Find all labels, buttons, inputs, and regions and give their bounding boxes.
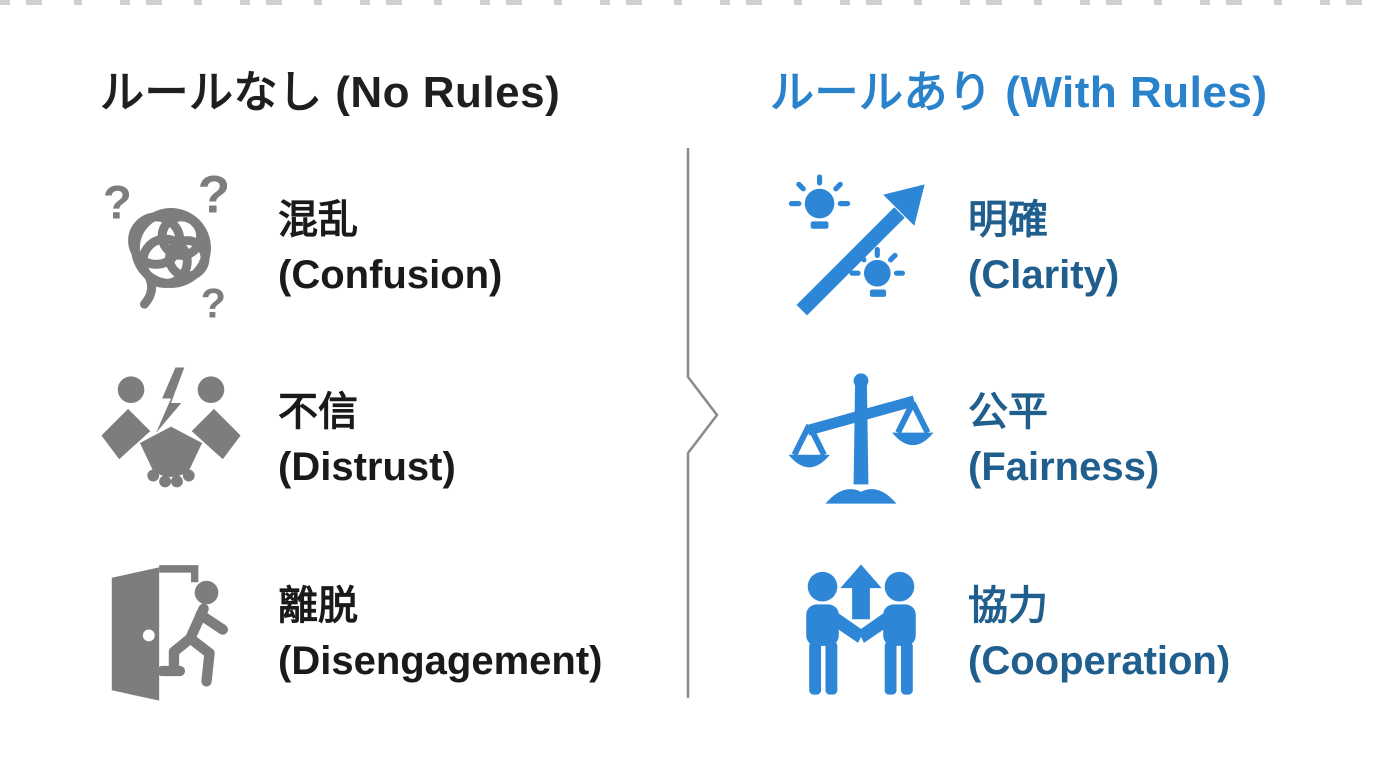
item-label-jp: 協力 [968, 583, 1048, 628]
item-label: 公平 (Fairness) [968, 385, 1159, 495]
item-label-jp: 混乱 [278, 197, 358, 242]
left-column-title: ルールなし (No Rules) [100, 68, 561, 117]
item-label: 協力 (Cooperation) [968, 579, 1230, 689]
item-label: 明確 (Clarity) [968, 193, 1119, 303]
list-item-confusion: ? ? ? 混乱 (Confusion) [92, 172, 662, 324]
broken-handshake-icon [92, 364, 250, 516]
cropped-text-artifact [0, 0, 1376, 5]
item-label-en: (Disengagement) [278, 639, 603, 683]
item-label-jp: 公平 [968, 389, 1048, 434]
right-column-title: ルールあり (With Rules) [770, 68, 1268, 117]
item-label: 不信 (Distrust) [278, 385, 456, 495]
ideas-growth-arrow-icon [782, 172, 940, 324]
item-label-en: (Fairness) [968, 445, 1160, 489]
list-item-distrust: 不信 (Distrust) [92, 364, 662, 516]
item-label-en: (Cooperation) [968, 639, 1231, 683]
svg-text:?: ? [198, 174, 231, 224]
tangled-scribble-icon: ? ? ? [92, 172, 250, 324]
item-label-en: (Clarity) [968, 253, 1120, 297]
item-label-jp: 不信 [278, 389, 358, 434]
list-item-fairness: 公平 (Fairness) [782, 364, 1352, 516]
exit-door-icon [92, 558, 250, 710]
item-label-en: (Distrust) [278, 445, 456, 489]
item-label-jp: 離脱 [278, 583, 358, 628]
svg-text:?: ? [201, 280, 226, 322]
item-label-en: (Confusion) [278, 253, 503, 297]
item-label: 混乱 (Confusion) [278, 193, 502, 303]
list-item-clarity: 明確 (Clarity) [782, 172, 1352, 324]
list-item-cooperation: 協力 (Cooperation) [782, 558, 1352, 710]
item-label-jp: 明確 [968, 197, 1048, 242]
balance-scale-icon [782, 364, 940, 516]
item-label: 離脱 (Disengagement) [278, 579, 603, 689]
svg-text:?: ? [103, 176, 132, 229]
list-item-disengagement: 離脱 (Disengagement) [92, 558, 662, 710]
partnership-up-arrow-icon [782, 558, 940, 710]
